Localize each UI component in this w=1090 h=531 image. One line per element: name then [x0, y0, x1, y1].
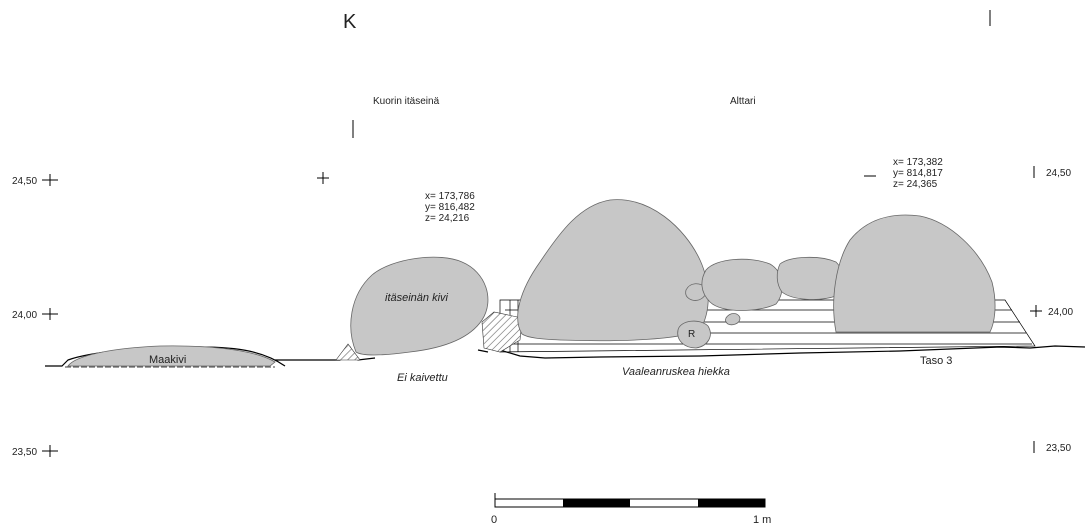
elevation-left-2400: 24,00 — [12, 308, 58, 321]
scale-bar-block-1 — [563, 499, 630, 507]
svg-text:24,00: 24,00 — [1048, 307, 1073, 318]
label-taso-3: Taso 3 — [920, 355, 952, 367]
svg-text:23,50: 23,50 — [1046, 443, 1071, 454]
label-vaaleanruskea-hiekka: Vaaleanruskea hiekka — [622, 366, 730, 378]
elevation-left-2350: 23,50 — [12, 445, 58, 458]
svg-text:y= 814,817: y= 814,817 — [893, 168, 943, 179]
altar-stone-medium-b — [701, 258, 783, 311]
reference-cross-left — [317, 172, 329, 184]
svg-text:x= 173,786: x= 173,786 — [425, 191, 475, 202]
svg-text:23,50: 23,50 — [12, 447, 37, 458]
altar-stone-small-a — [685, 283, 707, 301]
scale-bar: 0 1 m — [491, 493, 771, 526]
scale-bar-end-label: 1 m — [753, 514, 771, 526]
svg-text:24,50: 24,50 — [12, 176, 37, 187]
altar-stone-r — [677, 320, 711, 349]
maakivi-stone — [67, 345, 276, 367]
svg-text:x= 173,382: x= 173,382 — [893, 157, 943, 168]
label-maakivi: Maakivi — [149, 354, 186, 366]
svg-text:z= 24,365: z= 24,365 — [893, 179, 938, 190]
section-label-wall: Kuorin itäseinä — [373, 96, 440, 107]
hatched-wedge-left — [335, 343, 361, 361]
scale-bar-start-label: 0 — [491, 514, 497, 526]
svg-text:y= 816,482: y= 816,482 — [425, 202, 475, 213]
label-ei-kaivettu: Ei kaivettu — [397, 372, 448, 384]
scale-bar-block-2 — [698, 499, 765, 507]
svg-text:24,50: 24,50 — [1046, 168, 1071, 179]
hatched-block-middle — [481, 311, 523, 353]
label-itaseinan-kivi: itäseinän kivi — [385, 292, 449, 304]
elevation-left-2450: 24,50 — [12, 174, 58, 187]
elevation-right-2450: 24,50 — [1033, 166, 1071, 179]
coordinates-right: x= 173,382 y= 814,817 z= 24,365 — [893, 157, 943, 190]
elevation-right-2400: 24,00 — [1030, 305, 1073, 318]
coordinates-left: x= 173,786 y= 816,482 z= 24,216 — [425, 191, 475, 224]
elevation-right-2350: 23,50 — [1033, 441, 1071, 454]
svg-text:z= 24,216: z= 24,216 — [425, 213, 470, 224]
altar-stone-large — [517, 199, 709, 342]
altar-stone-right — [833, 214, 996, 333]
altar-stone-r-label: R — [688, 329, 695, 340]
section-label-altar: Alttari — [730, 96, 756, 107]
header-letter-k: K — [343, 11, 357, 33]
svg-text:24,00: 24,00 — [12, 310, 37, 321]
altar-stone-tiny-d — [725, 313, 741, 326]
itaseinan-kivi-stone — [350, 256, 489, 356]
altar-stone-medium-c — [776, 256, 844, 300]
